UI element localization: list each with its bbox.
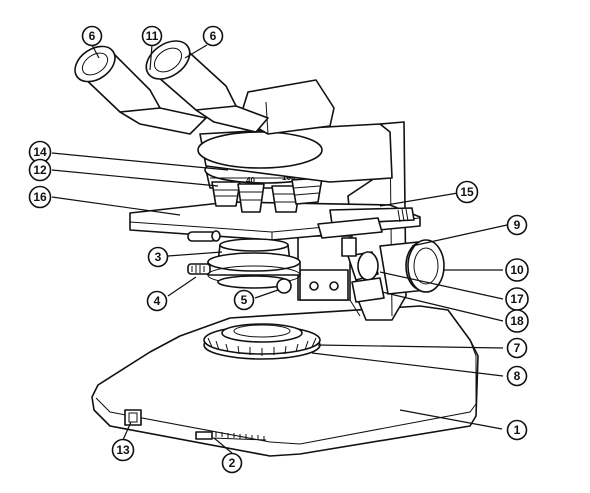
callout-18: 18 (505, 309, 529, 333)
callout-11: 11 (141, 25, 163, 47)
callout-13: 13 (111, 438, 135, 462)
callout-8-label: 7 (514, 341, 521, 355)
callout-2: 2 (221, 452, 243, 474)
callout-9: 9 (506, 214, 528, 236)
callout-5: 5 (233, 289, 255, 311)
field-diaphragm (203, 323, 321, 360)
callout-16: 16 (28, 185, 52, 209)
callout-13-label: 13 (116, 443, 130, 457)
callout-2-label: 2 (229, 456, 236, 470)
callout-9-label: 9 (514, 218, 521, 232)
callout-8: 7 (506, 337, 528, 359)
condenser (187, 230, 301, 294)
callout-7: 8 (506, 365, 528, 387)
callout-4-label: 4 (154, 294, 161, 308)
mechanical-stage (129, 201, 421, 241)
eyepiece-right (145, 40, 269, 133)
callout-5-label: 5 (241, 293, 248, 307)
callout-6-right: 6 (202, 25, 224, 47)
callout-3-label: 3 (155, 250, 162, 264)
callout-12: 12 (28, 158, 52, 182)
callout-3: 3 (147, 246, 169, 268)
callout-6-left-label: 6 (89, 29, 96, 43)
callout-10-label: 10 (510, 263, 524, 277)
callout-1: 1 (506, 419, 528, 441)
focus-knobs (341, 237, 445, 303)
callout-6-left: 6 (81, 25, 103, 47)
callout-15-label: 15 (460, 185, 474, 199)
callout-4: 4 (146, 290, 168, 312)
callout-17: 17 (505, 287, 529, 311)
objective-40-label: 40 (246, 176, 255, 185)
callout-7-label: 8 (514, 369, 521, 383)
callout-12-label: 12 (33, 163, 47, 177)
callout-10: 10 (505, 258, 529, 282)
callout-6-right-label: 6 (210, 29, 217, 43)
callout-14-label: 14 (33, 145, 47, 159)
callout-16-label: 16 (33, 190, 47, 204)
callout-18-label: 18 (510, 314, 524, 328)
callout-11-label: 11 (146, 29, 159, 43)
eyepiece-left (74, 45, 207, 135)
leader-lines (51, 44, 508, 454)
callout-17-label: 17 (510, 292, 524, 306)
callout-1-label: 1 (514, 423, 521, 437)
callout-15: 15 (455, 180, 479, 204)
